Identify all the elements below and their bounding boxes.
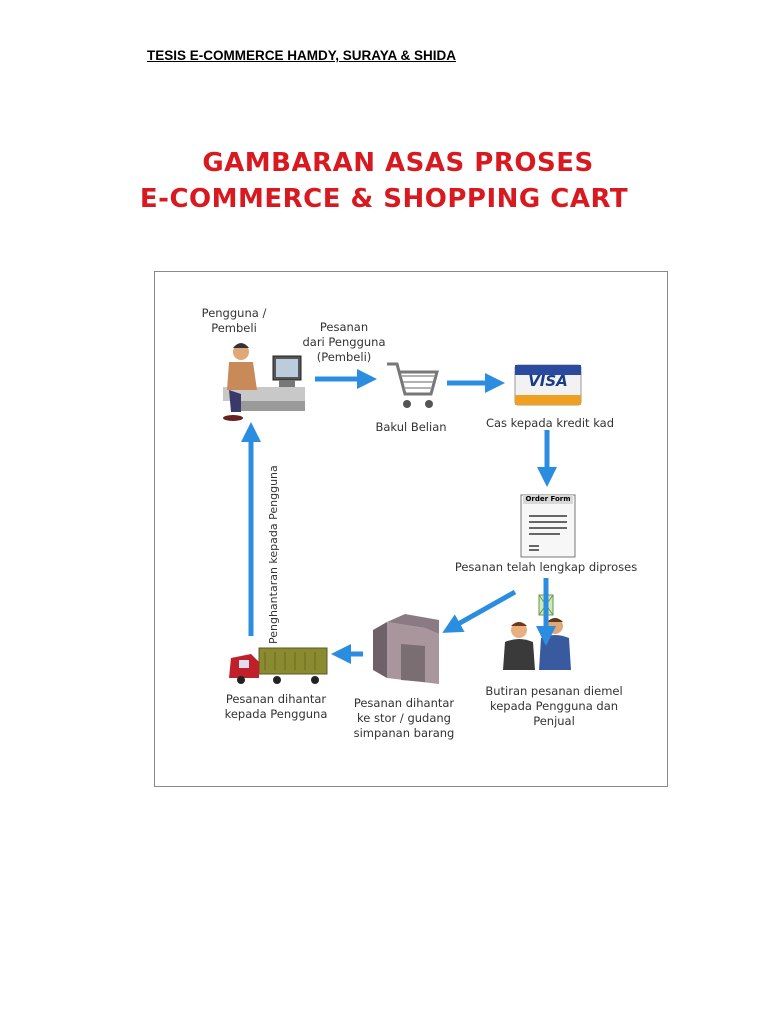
delivery-vertical-label: Penghantaran kepada Pengguna — [267, 465, 280, 644]
order-processed-label: Pesanan telah lengkap diproses — [454, 560, 638, 574]
truck-label-line-2: kepada Pengguna — [224, 707, 328, 721]
delivery-truck-icon — [229, 647, 328, 684]
visa-brand-text: VISA — [528, 372, 568, 390]
order-form-icon — [520, 494, 576, 558]
user-label-line-1: Pengguna / — [201, 306, 267, 320]
order-from-user-line-2: dari Pengguna — [302, 335, 386, 349]
warehouse-label: Pesanan dihantar ke stor / gudang simpan… — [339, 696, 469, 741]
diagram-graphics — [223, 343, 582, 684]
document-header: TESIS E-COMMERCE HAMDY, SURAYA & SHIDA — [147, 48, 457, 63]
card-label: Cas kepada kredit kad — [485, 416, 615, 430]
warehouse-icon — [373, 614, 439, 684]
process-diagram: Pengguna / Pembeli Pesanan dari Pengguna… — [154, 271, 668, 787]
page-title-line-2: E-COMMERCE & SHOPPING CART — [139, 184, 629, 214]
arrow-form-to-warehouse — [442, 589, 517, 633]
email-details-label: Butiran pesanan diemel kepada Pengguna d… — [479, 684, 629, 729]
cart-label: Bakul Belian — [375, 420, 447, 434]
order-from-user-line-1: Pesanan — [319, 320, 369, 334]
email-details-line-2: kepada Pengguna dan — [489, 699, 619, 713]
order-form-title: Order Form — [523, 495, 573, 504]
page-title-line-1: GAMBARAN ASAS PROSES — [202, 148, 594, 178]
order-from-user-line-3: (Pembeli) — [316, 350, 372, 364]
warehouse-label-line-1: Pesanan dihantar — [353, 696, 455, 710]
visa-card-icon — [514, 364, 582, 406]
warehouse-label-line-2: ke stor / gudang — [357, 711, 451, 725]
user-label-line-2: Pembeli — [211, 321, 257, 335]
order-from-user-label: Pesanan dari Pengguna (Pembeli) — [279, 320, 409, 365]
business-people-icon — [503, 618, 571, 670]
user-at-computer-icon — [223, 343, 305, 421]
shopping-cart-icon — [387, 362, 439, 408]
email-details-line-1: Butiran pesanan diemel — [485, 684, 623, 698]
email-details-line-3: Penjual — [533, 714, 575, 728]
truck-label: Pesanan dihantar kepada Pengguna — [211, 692, 341, 722]
truck-label-line-1: Pesanan dihantar — [225, 692, 327, 706]
flow-arrows — [241, 369, 557, 664]
warehouse-label-line-3: simpanan barang — [353, 726, 455, 740]
user-label: Pengguna / Pembeli — [179, 306, 289, 336]
